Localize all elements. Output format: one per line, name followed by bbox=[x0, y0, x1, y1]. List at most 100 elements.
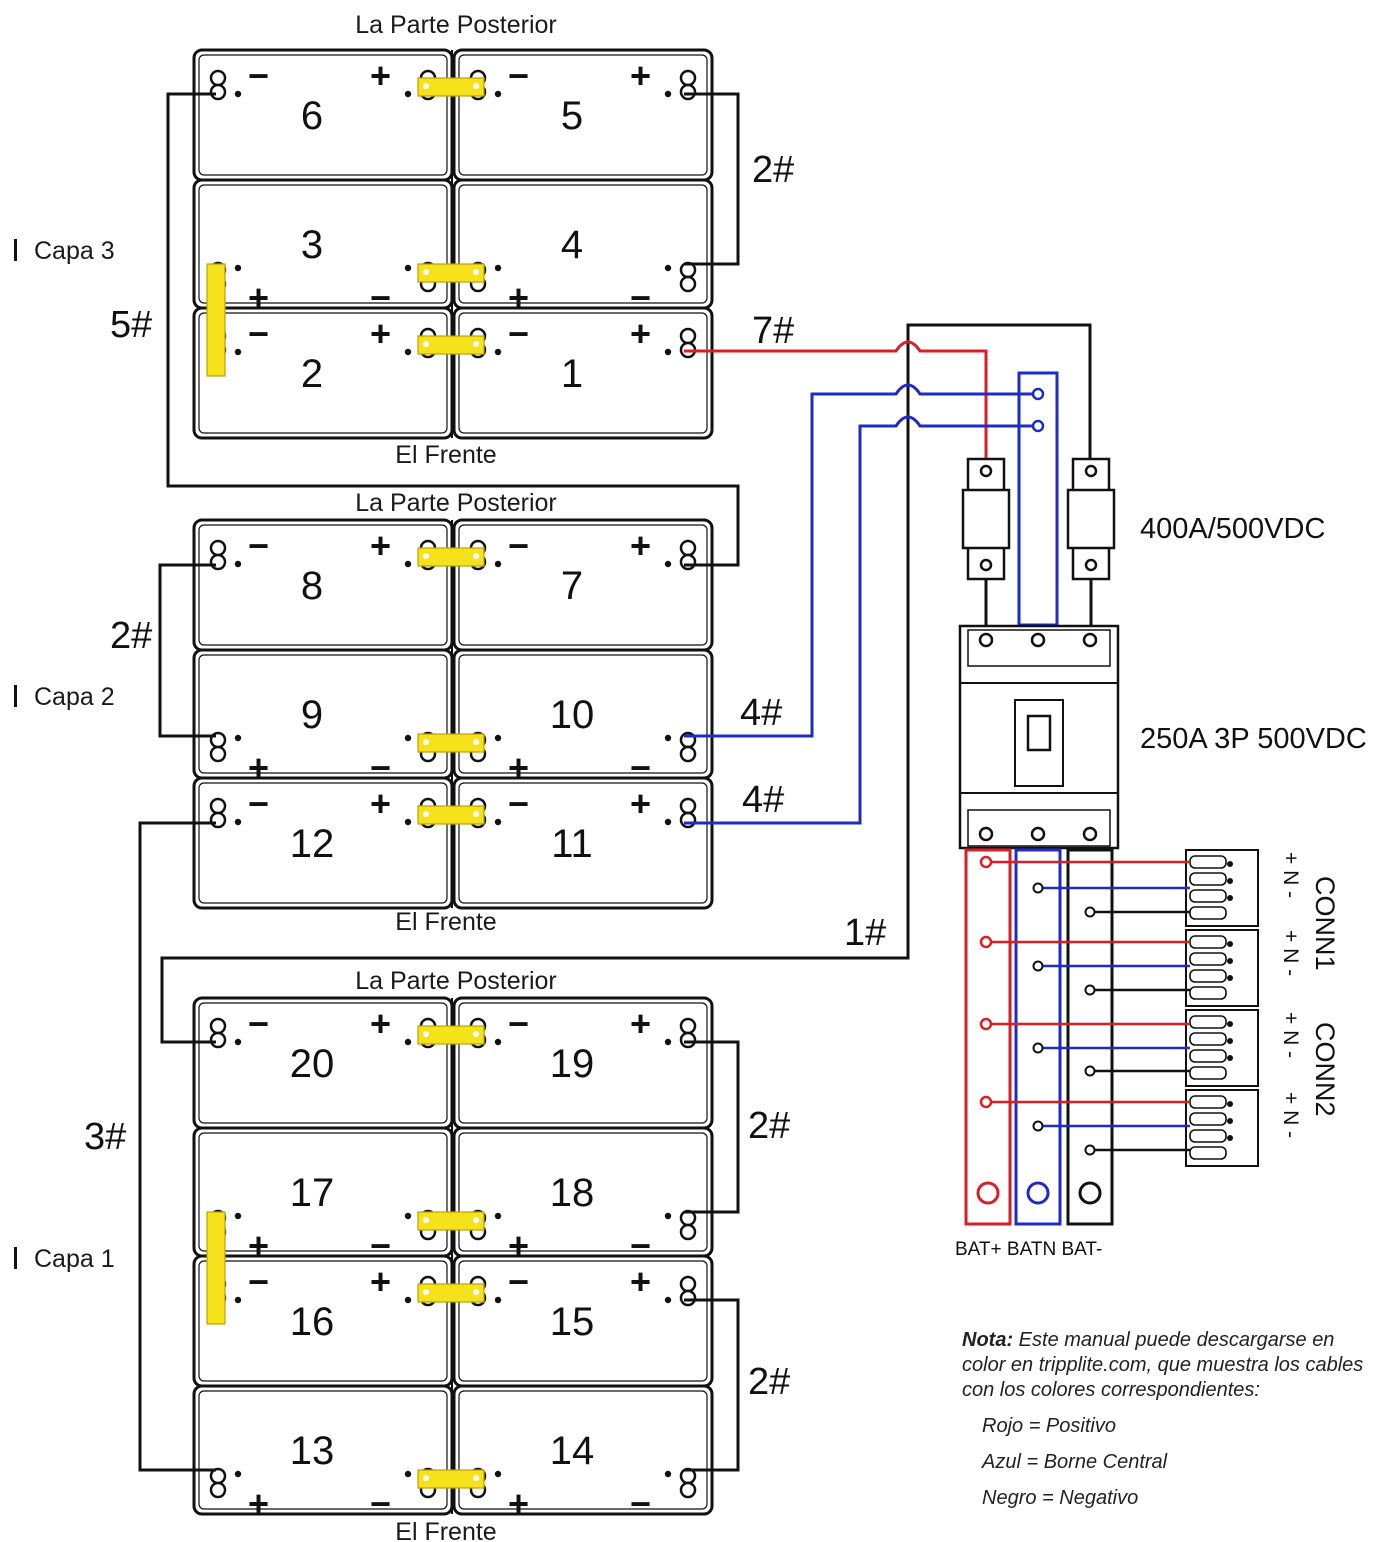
layer3-marker bbox=[14, 239, 17, 261]
terminal-dot bbox=[234, 1212, 242, 1220]
battery-4: 4+− bbox=[452, 178, 714, 318]
plus-sign: + bbox=[370, 1261, 391, 1302]
output-positive-terminal bbox=[979, 1095, 993, 1109]
link-hole bbox=[423, 269, 429, 275]
battery-number: 12 bbox=[290, 822, 335, 866]
link-hole bbox=[473, 553, 479, 559]
plus-sign: + bbox=[630, 55, 651, 96]
terminal-dot bbox=[234, 560, 242, 568]
battery-number: 19 bbox=[550, 1042, 595, 1086]
battery-number: 17 bbox=[290, 1171, 335, 1215]
connector-pin bbox=[1189, 1066, 1227, 1080]
battery-number: 3 bbox=[301, 223, 323, 267]
battery-case-inner bbox=[198, 54, 448, 176]
conn1-label: CONN1 bbox=[1310, 876, 1340, 971]
terminal-dot bbox=[494, 734, 502, 742]
battery-case bbox=[452, 306, 714, 440]
connector-pin bbox=[1189, 986, 1227, 1000]
labels: La Parte Posterior El Frente La Parte Po… bbox=[14, 11, 1367, 1542]
terminal-dot bbox=[664, 1212, 672, 1220]
battery-case-inner bbox=[198, 1390, 448, 1510]
breaker-handle bbox=[1026, 714, 1052, 752]
wire-label-4-upper: 4# bbox=[740, 692, 782, 734]
battery-number: 9 bbox=[301, 693, 323, 737]
battery-2: 2−+ bbox=[192, 306, 454, 440]
battery-case bbox=[452, 1384, 714, 1516]
battery-case-inner bbox=[458, 312, 708, 434]
terminal bbox=[679, 1275, 697, 1293]
fuse-element bbox=[961, 488, 1011, 550]
minus-sign: − bbox=[248, 313, 269, 354]
battery-7: 7−+ bbox=[452, 518, 714, 652]
minus-sign: − bbox=[508, 55, 529, 96]
terminal-dot bbox=[234, 1470, 242, 1478]
battery-case-inner bbox=[198, 312, 448, 434]
link-bar bbox=[417, 1211, 485, 1231]
conn2-pins-a: + N - bbox=[1279, 1012, 1302, 1058]
battery-case-inner bbox=[198, 1002, 448, 1124]
caption-front-layer2: El Frente bbox=[395, 908, 496, 936]
terminal bbox=[209, 553, 227, 571]
wire-2-layer1-upper bbox=[684, 1040, 740, 1214]
terminal bbox=[209, 83, 227, 101]
link-hole bbox=[423, 1289, 429, 1295]
battery-number: 10 bbox=[550, 693, 595, 737]
battery-number: 1 bbox=[561, 352, 583, 396]
battery-16: 16−+ bbox=[192, 1254, 454, 1388]
minus-sign: − bbox=[370, 1483, 391, 1524]
terminal-dot bbox=[494, 1212, 502, 1220]
negative-bus bbox=[1066, 848, 1114, 1226]
battery-case-inner bbox=[458, 1132, 708, 1252]
battery-number: 14 bbox=[550, 1429, 595, 1473]
connector-block bbox=[1185, 849, 1259, 927]
minus-sign: − bbox=[508, 1261, 529, 1302]
link-hole bbox=[423, 1475, 429, 1481]
minus-sign: − bbox=[248, 1261, 269, 1302]
battery-number: 13 bbox=[290, 1429, 335, 1473]
terminal bbox=[209, 539, 227, 557]
battery-20: 20−+ bbox=[192, 996, 454, 1130]
link-hole bbox=[473, 1217, 479, 1223]
battery-13: 13+− bbox=[192, 1384, 454, 1524]
battery-case-inner bbox=[458, 524, 708, 646]
terminal-dot bbox=[494, 1038, 502, 1046]
battery-17: 17+− bbox=[192, 1126, 454, 1266]
connector-pin bbox=[1189, 1049, 1227, 1063]
terminal bbox=[679, 1223, 697, 1241]
terminal-dot bbox=[664, 1470, 672, 1478]
connector-pin bbox=[1189, 1015, 1227, 1029]
battery-case-inner bbox=[458, 654, 708, 774]
minus-sign: − bbox=[508, 1003, 529, 1044]
terminal bbox=[209, 797, 227, 815]
terminal bbox=[679, 745, 697, 763]
connector-pin-dot bbox=[1227, 1135, 1233, 1141]
fuse-element bbox=[1066, 488, 1116, 550]
terminal-dot bbox=[234, 264, 242, 272]
breaker-terminal bbox=[978, 632, 994, 648]
distribution-panel bbox=[958, 371, 1259, 1226]
bus-labels: BAT+ BATN BAT- bbox=[955, 1239, 1102, 1260]
battery-case-inner bbox=[458, 1390, 708, 1510]
battery-19: 19− + bbox=[452, 996, 714, 1130]
output-negative-terminal bbox=[1084, 984, 1096, 996]
plus-sign: + bbox=[630, 1003, 651, 1044]
battery-8: 8−+ bbox=[192, 518, 454, 652]
connector-pin-dot bbox=[1227, 958, 1233, 964]
terminal-dot bbox=[664, 264, 672, 272]
minus-sign: − bbox=[248, 55, 269, 96]
terminal bbox=[209, 1031, 227, 1049]
bus-terminal bbox=[1031, 419, 1045, 433]
battery-case-inner bbox=[458, 782, 708, 904]
output-neutral-terminal bbox=[1032, 1120, 1044, 1132]
connector-pin bbox=[1189, 1032, 1227, 1046]
battery-number: 5 bbox=[561, 94, 583, 138]
fuse-rating: 400A/500VDC bbox=[1140, 513, 1325, 545]
link-bar-vertical bbox=[206, 1211, 226, 1325]
connector-pin bbox=[1189, 969, 1227, 983]
wire-label-2-layer3: 2# bbox=[752, 149, 794, 191]
connector-pin bbox=[1189, 1129, 1227, 1143]
plus-sign: + bbox=[370, 525, 391, 566]
terminal bbox=[209, 1017, 227, 1035]
terminal-dot bbox=[494, 1470, 502, 1478]
output-positive-terminal bbox=[979, 935, 993, 949]
